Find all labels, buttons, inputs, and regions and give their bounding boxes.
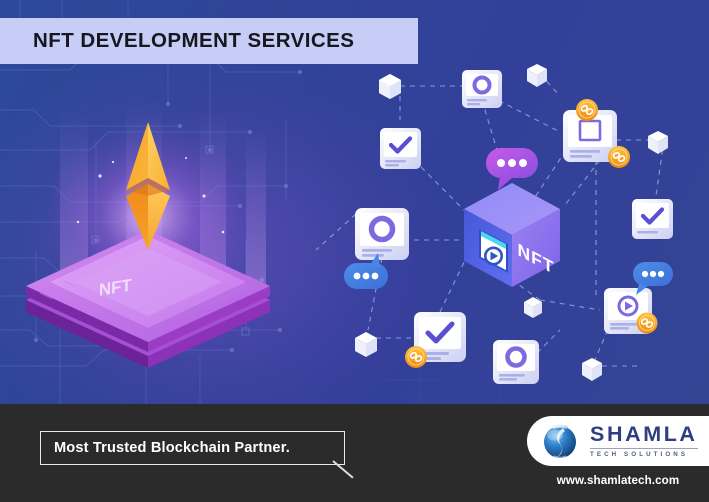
chain-link-coin-icon xyxy=(636,312,658,334)
title-banner: NFT DEVELOPMENT SERVICES xyxy=(0,18,418,64)
pedestal-platform: NFT xyxy=(26,230,270,368)
brand-text: SHAMLA TECH SOLUTIONS xyxy=(590,421,698,458)
node-card-image-top xyxy=(462,70,502,108)
shamla-sphere-icon xyxy=(544,424,576,459)
hero-background: NFT xyxy=(0,0,709,404)
wireframe-cube-icon xyxy=(648,131,668,154)
website-url[interactable]: www.shamlatech.com xyxy=(556,474,680,487)
nft-pedestal-scene: NFT xyxy=(18,100,318,390)
node-card-check-topleft xyxy=(380,128,421,169)
ethereum-diamond-icon xyxy=(126,122,170,250)
wireframe-cube-icon xyxy=(379,74,401,99)
wireframe-cube-icon xyxy=(524,297,542,318)
wireframe-cube-icon xyxy=(355,332,377,357)
chain-link-coin-icon xyxy=(608,146,630,168)
node-card-picture-frame xyxy=(563,110,617,162)
brand-name: SHAMLA xyxy=(590,421,698,446)
tagline-text: Most Trusted Blockchain Partner. xyxy=(54,440,290,456)
node-card-image-left xyxy=(355,208,409,260)
chain-link-coin-icon xyxy=(405,346,427,368)
tagline-box: Most Trusted Blockchain Partner. xyxy=(40,431,345,465)
node-card-check-bottom xyxy=(414,312,466,362)
network-graph: NFT xyxy=(315,64,673,384)
chain-link-coin-icon xyxy=(576,99,598,121)
wireframe-cube-icon xyxy=(582,358,602,381)
node-card-image-bottom xyxy=(493,340,539,384)
center-nft-cube: NFT xyxy=(464,183,560,287)
brand-tagline: TECH SOLUTIONS xyxy=(590,448,698,458)
wireframe-cube-icon xyxy=(527,64,547,87)
node-card-check-right xyxy=(632,199,673,239)
node-chat-bubble-right xyxy=(633,262,673,295)
node-chat-bubble-left xyxy=(344,253,388,289)
page-title: NFT DEVELOPMENT SERVICES xyxy=(33,29,355,52)
node-chat-bubble-center xyxy=(486,148,538,190)
brand-logo[interactable]: SHAMLA TECH SOLUTIONS xyxy=(527,416,709,466)
footer-bar: Most Trusted Blockchain Partner. xyxy=(0,404,709,502)
